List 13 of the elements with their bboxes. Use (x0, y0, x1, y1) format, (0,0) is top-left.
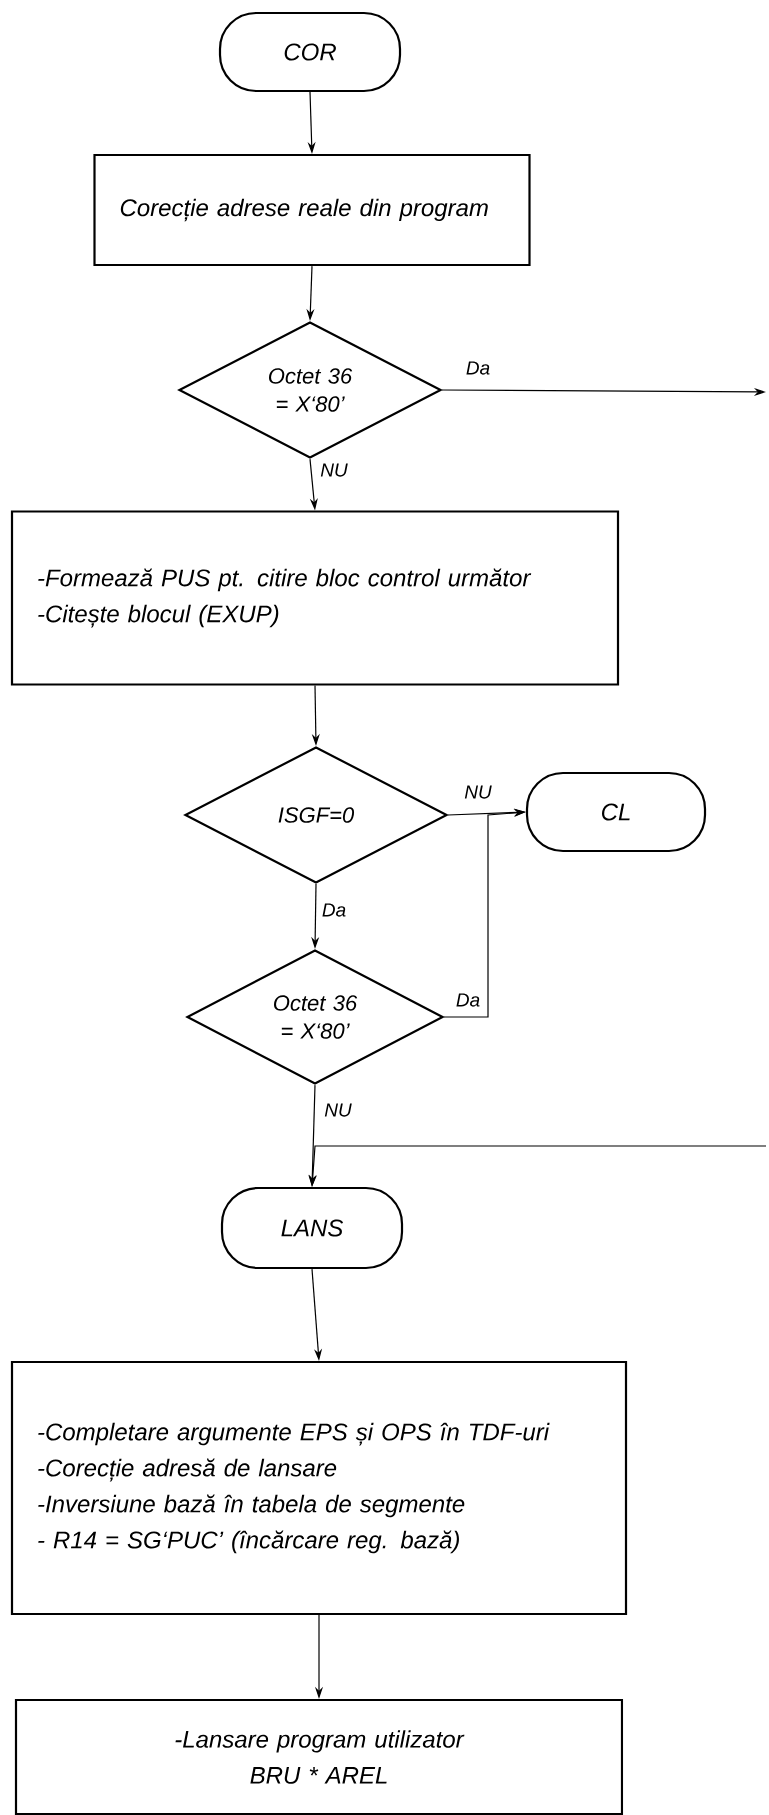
terminal-node: CL (525, 771, 707, 853)
edge-label: NU (463, 784, 493, 800)
edge-label: Da (464, 360, 492, 376)
process-box: Corecție adrese reale din program (93, 153, 531, 267)
edge-label: NU (323, 1102, 353, 1118)
process-box: -Formează PUS pt. citire bloc control următor -Citește blocul (EXUP) (10, 510, 620, 686)
terminal-node: COR (218, 11, 402, 93)
edge-label: Da (320, 902, 348, 918)
terminal-node: LANS (220, 1186, 404, 1270)
edge-label: NU (319, 462, 349, 478)
edge-label: Da (454, 992, 482, 1008)
process-box: -Completare argumente EPS și OPS în TDF-uri -Corecție adresă de lansare -Inversiune bază în tabela de segmente - R14 = SG‘PUC’ (încărcare reg. bază) (10, 1360, 628, 1616)
process-box: -Lansare program utilizator BRU * AREL (14, 1698, 624, 1815)
